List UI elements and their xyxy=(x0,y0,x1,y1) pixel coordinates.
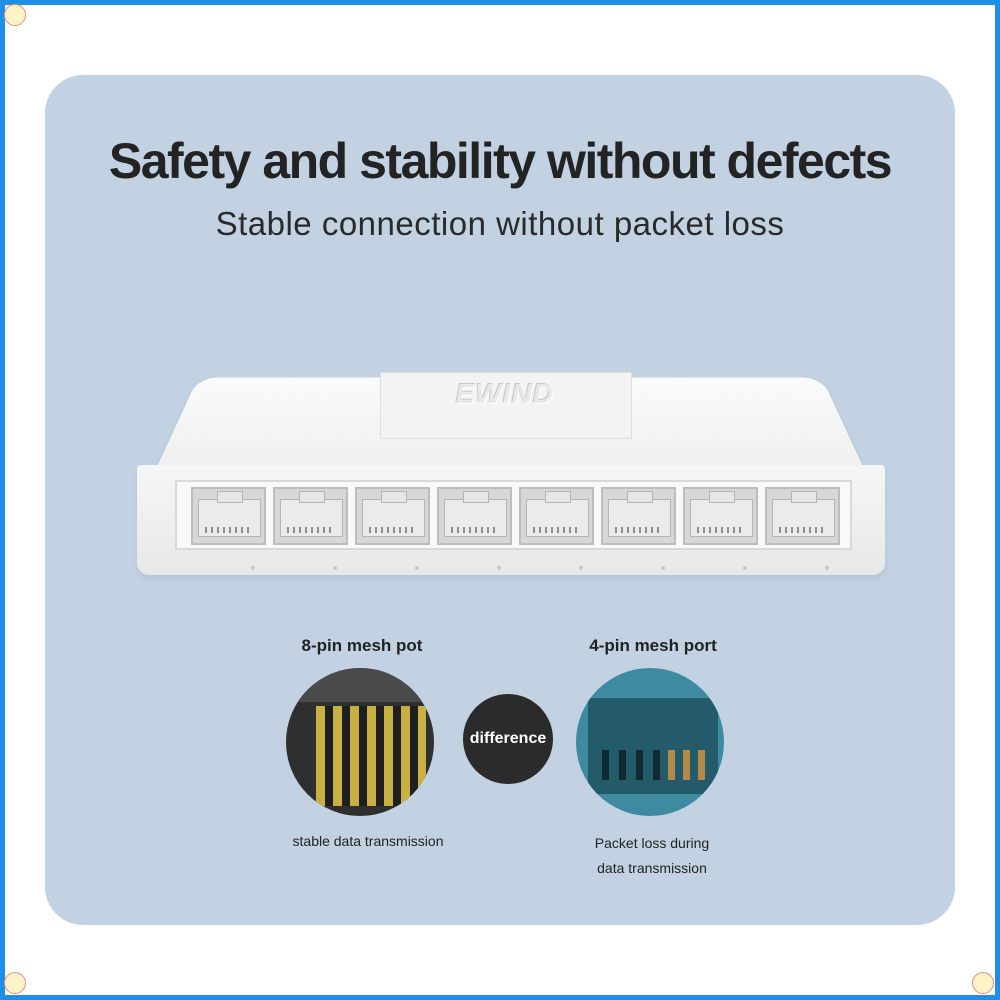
port-led xyxy=(661,566,665,570)
headline: Safety and stability without defects xyxy=(108,133,893,189)
ethernet-port xyxy=(273,487,348,545)
four-pin-closeup-photo xyxy=(576,668,724,816)
ethernet-port xyxy=(519,487,594,545)
switch-label-panel xyxy=(380,372,632,439)
eight-pin-closeup-photo xyxy=(286,668,434,816)
right-compare-caption-line2: data transmission xyxy=(597,860,707,876)
right-compare-title: 4-pin mesh port xyxy=(589,636,717,655)
port-led xyxy=(497,566,501,570)
port-led xyxy=(579,566,583,570)
port-led xyxy=(415,566,419,570)
difference-badge: difference xyxy=(463,694,553,784)
right-compare-caption-line1: Packet loss during xyxy=(594,835,710,851)
brand-logo: EWIND xyxy=(455,378,555,409)
ethernet-port xyxy=(683,487,758,545)
left-compare-caption: stable data transmission xyxy=(292,833,444,849)
port-led xyxy=(333,566,337,570)
corner-badge-top-left xyxy=(4,4,26,26)
subheadline: Stable connection without packet loss xyxy=(215,205,785,242)
left-compare-title: 8-pin mesh pot xyxy=(301,636,423,655)
ethernet-port xyxy=(191,487,266,545)
corner-badge-bottom-left xyxy=(4,972,26,994)
ethernet-port xyxy=(601,487,676,545)
ethernet-port xyxy=(765,487,840,545)
port-led xyxy=(825,566,829,570)
port-led xyxy=(251,566,255,570)
corner-badge-bottom-right xyxy=(972,972,994,994)
ethernet-port xyxy=(437,487,512,545)
ethernet-port xyxy=(355,487,430,545)
port-led xyxy=(743,566,747,570)
